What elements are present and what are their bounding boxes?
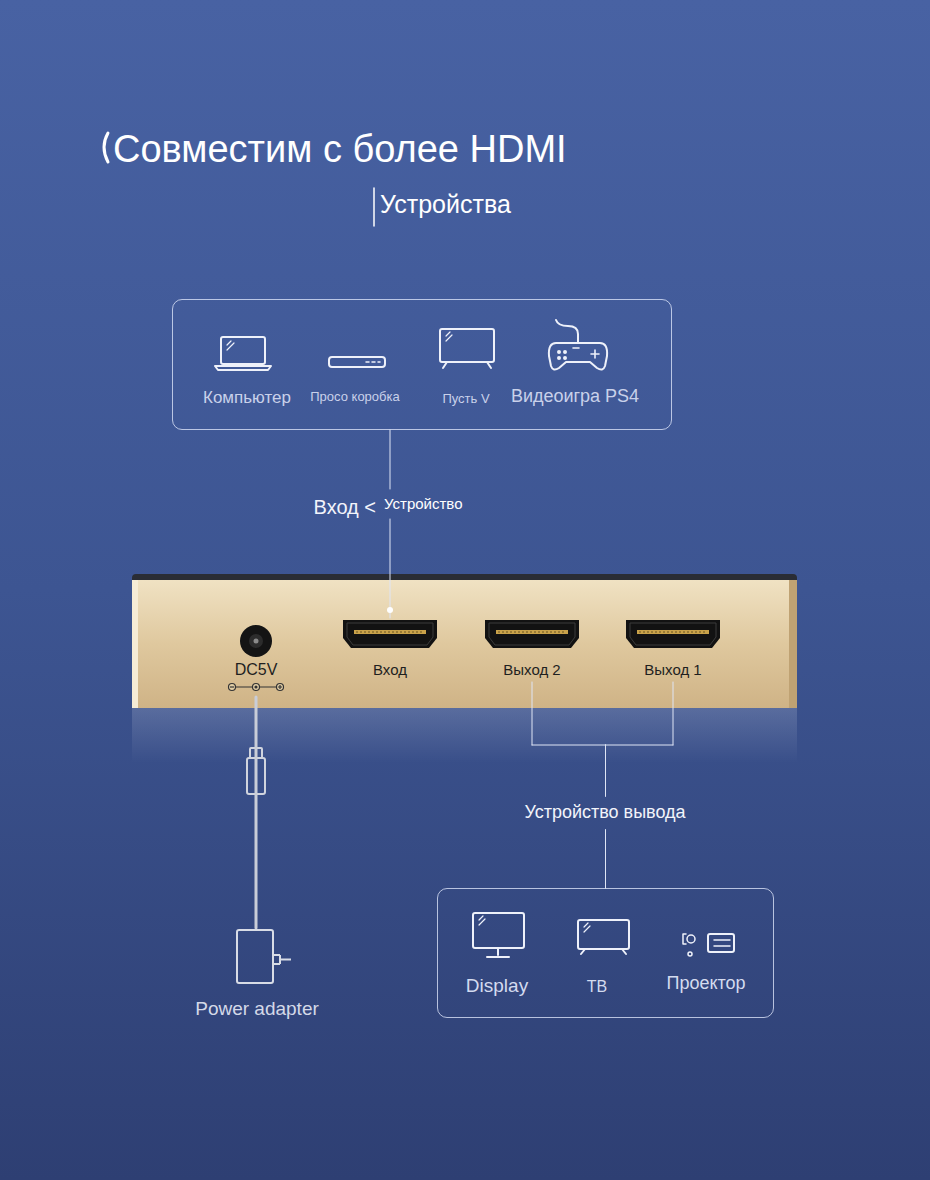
device-icons-part	[573, 348, 599, 358]
adapter-shape-part	[237, 930, 273, 983]
jack-shape-part	[278, 685, 282, 689]
device-icons	[215, 320, 607, 370]
device-icons-part	[558, 351, 560, 353]
splitter-body-part	[132, 580, 138, 708]
device-icons-part	[558, 357, 560, 359]
jack-shape-part	[240, 625, 272, 657]
edge-label: Устройство вывода	[524, 802, 685, 824]
device-label: Проектор	[666, 973, 745, 995]
adapter-label: Power adapter	[195, 998, 319, 1021]
device-icons-part	[329, 357, 385, 367]
display-icons-part	[683, 934, 686, 944]
device-label: Пусть V	[442, 391, 489, 407]
title: Совместим с более HDMI	[113, 127, 567, 173]
port-shape-part	[343, 620, 437, 648]
edge-label: Вход <	[314, 495, 376, 519]
device-icons-part	[564, 357, 566, 359]
display-icons-part	[473, 913, 524, 948]
splitter-body-part	[789, 580, 797, 708]
title-ornament-part	[373, 188, 375, 226]
title-ornament-part	[104, 133, 108, 162]
display-icons-part	[688, 952, 692, 956]
jack-shape-part	[253, 684, 260, 691]
port-label: Выход 2	[503, 661, 560, 679]
connector	[532, 682, 606, 888]
hdmi-port: Вход	[330, 618, 450, 682]
adapter-shape-part	[273, 955, 291, 964]
device-icons-part	[564, 351, 566, 353]
port-shape-part	[485, 620, 579, 648]
splitter-body-part	[132, 580, 797, 708]
jack-shape-part	[249, 634, 263, 648]
display-icons-part	[584, 923, 590, 932]
jack-shape-part	[230, 686, 234, 687]
device-icons-part	[440, 329, 494, 362]
device-label: ТВ	[587, 977, 607, 996]
display-icons-part	[487, 948, 509, 957]
display-icons-part	[479, 916, 485, 925]
subtitle: Устройства	[380, 189, 511, 219]
splitter-body	[132, 574, 797, 763]
port-shape-part	[489, 623, 575, 645]
device-label: Просо коробка	[310, 389, 399, 405]
dc-jack: DC5V	[216, 622, 296, 697]
jack-shape-part	[254, 685, 257, 688]
jack-shape-part	[277, 684, 284, 691]
device-icons-part	[443, 362, 491, 368]
display-icons-part	[687, 935, 695, 943]
power-adapter: Power adapter	[187, 928, 327, 1023]
port-label: DC5V	[235, 660, 278, 679]
hdmi-port: Выход 1	[613, 618, 733, 682]
jack-shape-part	[254, 639, 259, 644]
edge-label: Устройство	[384, 495, 462, 513]
jack-shape	[216, 622, 296, 697]
display-icons	[473, 913, 734, 957]
port-shape-part	[347, 623, 433, 645]
port-shape-part	[639, 632, 707, 633]
splitter-body-part	[132, 708, 797, 763]
device-icons-part	[446, 332, 452, 341]
input-device-panel: Компьютер Просо коробка Пусть V Видеоигра P…	[172, 299, 672, 430]
port-shape-part	[498, 632, 566, 633]
device-icons-part	[221, 337, 265, 364]
display-icons-part	[581, 949, 626, 954]
connector	[255, 697, 258, 928]
device-label: Видеоигра PS4	[511, 386, 639, 408]
device-label: Компьютер	[203, 388, 291, 408]
hdmi-port: Выход 2	[472, 618, 592, 682]
display-icons-part	[578, 920, 629, 949]
port-label: Вход	[373, 661, 407, 679]
device-icons-part	[227, 341, 234, 350]
port-shape-part	[626, 620, 720, 648]
port-shape-part	[630, 623, 716, 645]
device-icons-part	[556, 320, 578, 343]
output-device-panel: Display ТВ Проектор	[437, 888, 774, 1018]
port-shape-part	[354, 630, 426, 634]
connector	[390, 430, 391, 618]
connector	[606, 682, 674, 888]
port-shape-part	[356, 632, 424, 633]
display-icons-part	[708, 934, 734, 952]
device-icons-part	[215, 366, 271, 370]
device-icons-part	[366, 361, 380, 363]
jack-shape-part	[229, 684, 236, 691]
port-shape-part	[496, 630, 568, 634]
device-label: Display	[466, 975, 528, 998]
port-shape-part	[637, 630, 709, 634]
jack-shape-part	[233, 686, 279, 687]
device-icons-part	[549, 343, 607, 370]
port-label: Выход 1	[644, 661, 701, 679]
connector-dot	[387, 607, 393, 613]
display-icons-part	[714, 940, 730, 946]
